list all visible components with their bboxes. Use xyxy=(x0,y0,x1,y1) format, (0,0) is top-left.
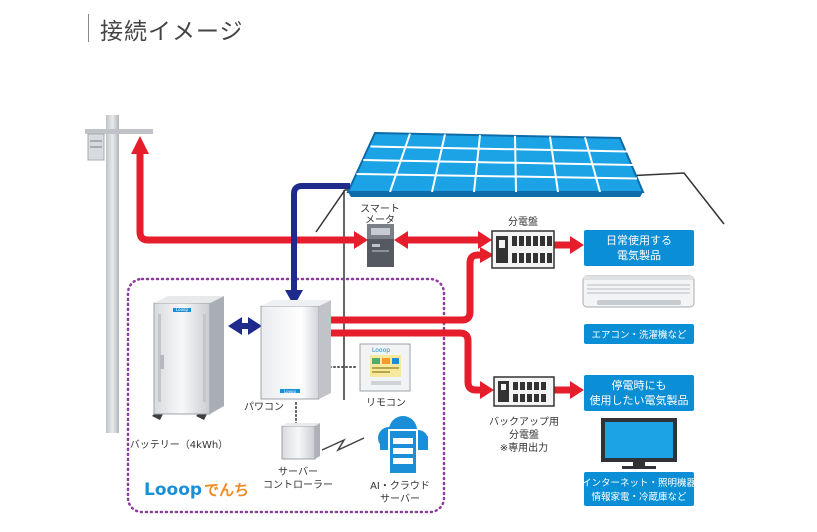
brand-latin: Looop xyxy=(144,480,202,500)
remote-logo: Looop xyxy=(372,347,390,354)
backup-distribution-panel xyxy=(493,376,555,407)
ai-cloud-label-1: AI・クラウド xyxy=(370,480,430,492)
dc-line xyxy=(285,183,350,306)
server-controller-label-2: コントローラー xyxy=(263,479,333,491)
outage-use-line-1: 停電時にも xyxy=(612,378,667,392)
main-distribution-panel xyxy=(491,230,555,269)
smart-meter-label-2: メータ xyxy=(365,214,395,226)
internet-appliances-line-2: 情報家電・冷蔵庫など xyxy=(591,491,687,503)
battery-label: バッテリー（4kWh） xyxy=(130,439,228,451)
looop-system-enclosure xyxy=(126,277,446,514)
air-conditioner-icon xyxy=(582,275,695,308)
battery-logo: Looop xyxy=(176,307,189,312)
outage-use-line-2: 使用したい電気製品 xyxy=(590,393,689,407)
internet-appliances-line-1: インターネット・照明機器 xyxy=(582,477,697,489)
remote-controller xyxy=(359,343,411,392)
daily-use-box xyxy=(584,230,694,266)
aircon-caption: エアコン・洗濯機など xyxy=(591,329,687,341)
solar-panel xyxy=(346,131,645,197)
main-panel-label: 分電盤 xyxy=(508,215,538,228)
looop-denchi-logo: Looop でんち xyxy=(144,480,249,500)
aircon-caption-box xyxy=(584,324,694,344)
backup-panel-label-3: ※専用出力 xyxy=(500,441,548,454)
brand-kana: でんち xyxy=(204,481,249,499)
ai-cloud-server-icon xyxy=(378,416,428,475)
daily-use-line-2: 電気製品 xyxy=(617,248,661,262)
power-lines xyxy=(136,152,572,394)
smart-meter-label-1: スマート xyxy=(360,204,400,215)
ai-cloud-label-2: サーバー xyxy=(380,493,420,505)
remote-label: リモコン xyxy=(366,398,406,409)
smart-meter xyxy=(367,224,394,267)
communication-lines xyxy=(295,366,359,426)
backup-panel-label-2: 分電盤 xyxy=(509,428,539,441)
internet-appliances-box xyxy=(584,472,694,506)
outage-use-box xyxy=(584,375,694,411)
server-controller xyxy=(281,423,320,460)
server-controller-label-1: サーバー xyxy=(278,466,318,478)
battery-pcs-arrow xyxy=(228,317,262,335)
power-conditioner-label: パワコン xyxy=(244,401,284,413)
power-conditioner xyxy=(260,300,331,400)
utility-pole xyxy=(85,115,153,433)
battery-unit xyxy=(152,296,224,420)
television-icon xyxy=(601,418,677,469)
header-accent-bar xyxy=(88,14,89,42)
daily-use-line-1: 日常使用する xyxy=(606,234,672,247)
backup-panel-label-1: バックアップ用 xyxy=(489,416,559,428)
page-title: 接続イメージ xyxy=(100,19,244,45)
power-arrowheads xyxy=(131,136,584,399)
pcs-logo: Looop xyxy=(284,389,297,394)
wireless-link-icon xyxy=(321,437,365,452)
